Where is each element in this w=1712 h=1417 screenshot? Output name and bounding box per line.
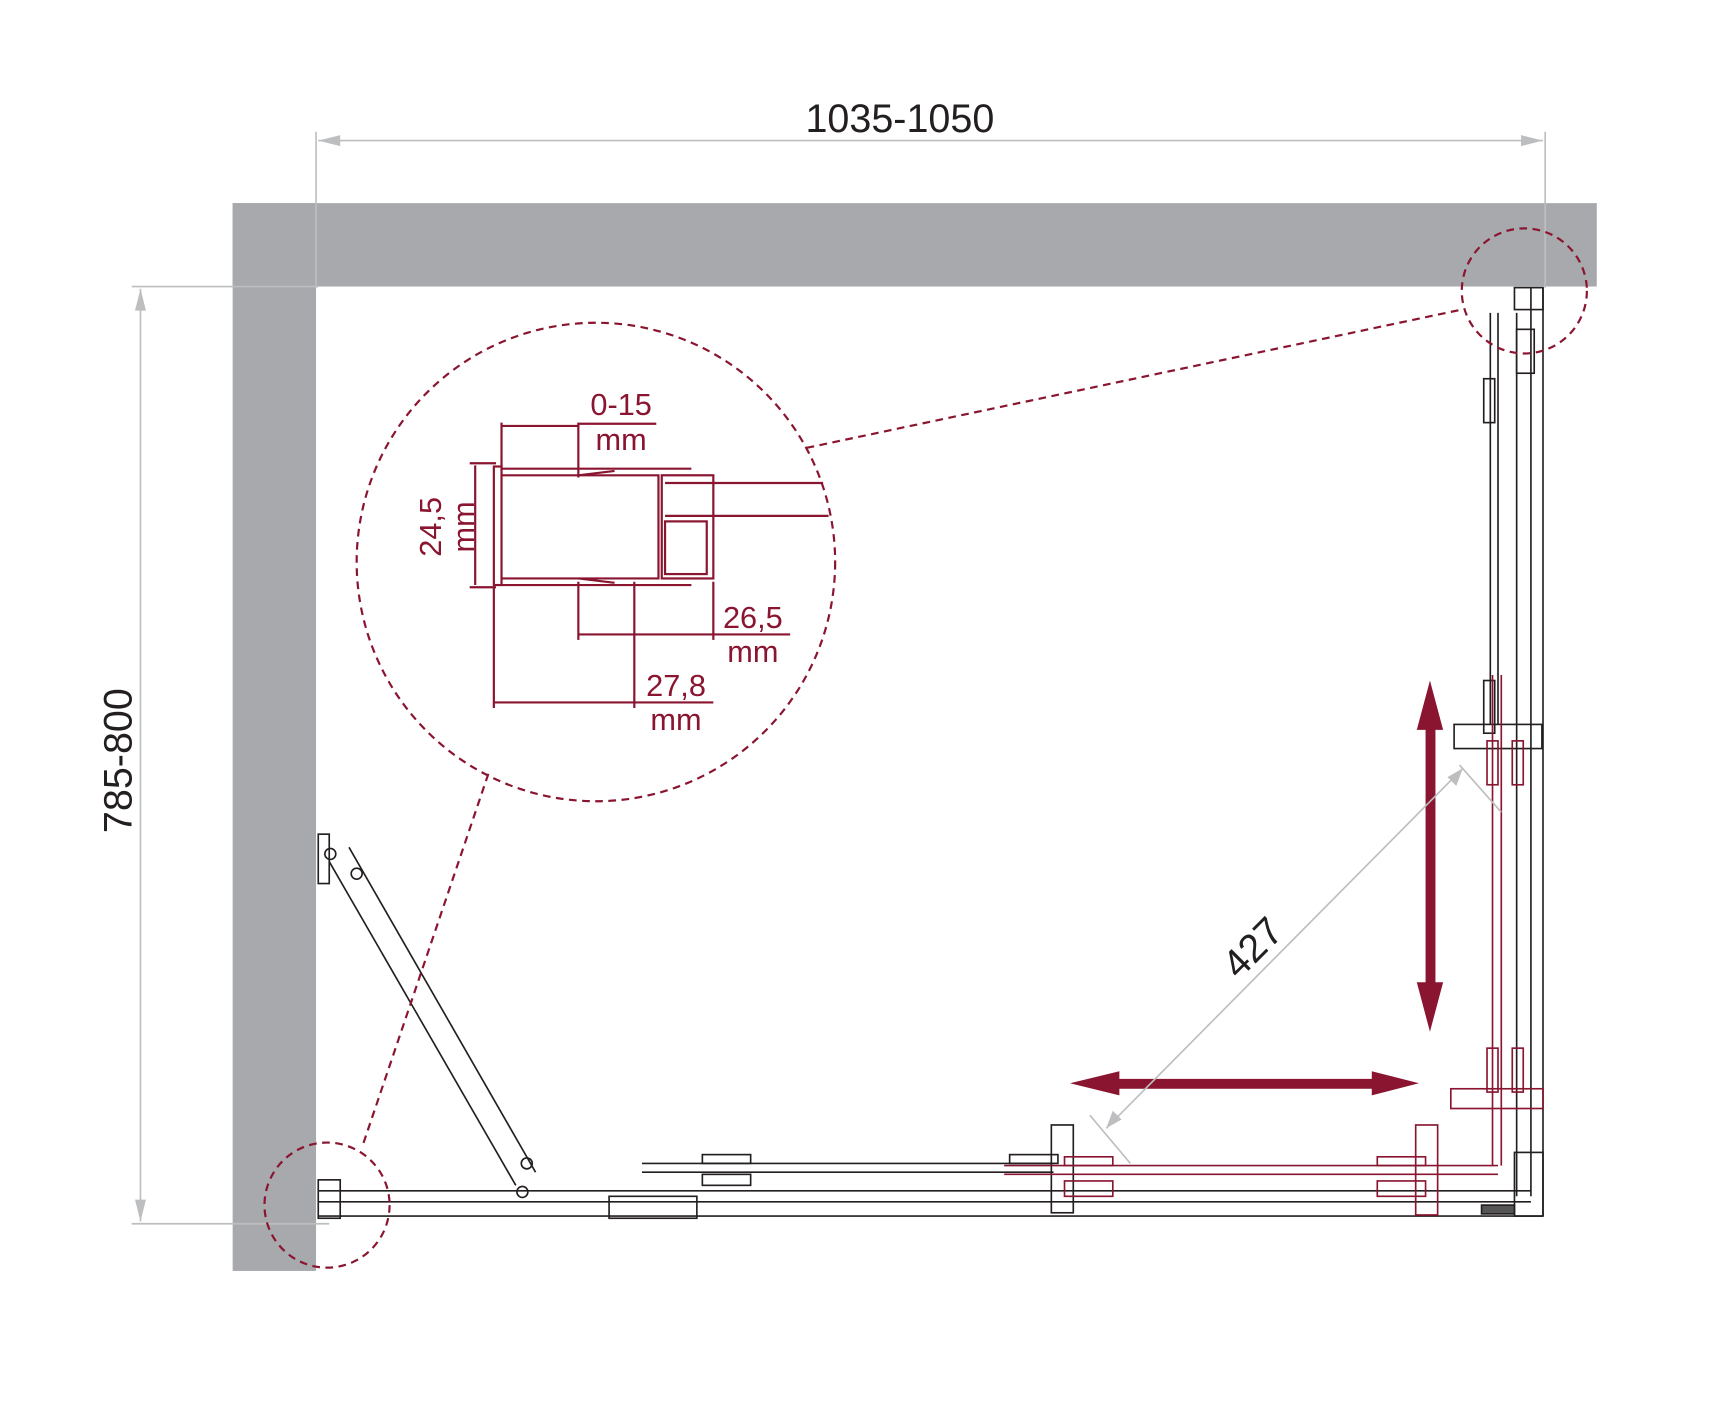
width-b-value: 27,8	[646, 668, 706, 703]
arrow-right-icon	[1371, 1071, 1419, 1096]
detail-callouts	[263, 227, 1588, 1269]
depth-label: 785-800	[97, 688, 141, 833]
hinge-arm	[317, 833, 537, 1199]
enclosure-frame	[317, 286, 1544, 1220]
adjust-value: 0-15	[590, 387, 651, 422]
slide-arrows	[1070, 680, 1444, 1096]
width-a-unit: mm	[727, 634, 778, 669]
arrow-left-icon	[1070, 1071, 1120, 1096]
depth-dimension	[131, 285, 330, 1225]
width-dimension	[315, 131, 1547, 288]
height-value: 24,5	[413, 497, 448, 557]
arrow-up-icon	[1416, 680, 1444, 730]
detail-circle	[355, 321, 837, 803]
callout-circle-bottom-left	[263, 1141, 391, 1269]
diagonal-label: 427	[1214, 909, 1292, 987]
adjust-unit: mm	[596, 422, 647, 457]
walls	[232, 203, 1597, 1271]
arrow-down-icon	[1416, 982, 1444, 1032]
height-unit: mm	[446, 501, 481, 552]
profile-detail	[469, 422, 829, 708]
left-wall	[232, 203, 317, 1271]
width-label: 1035-1050	[805, 97, 994, 141]
width-a-value: 26,5	[723, 600, 783, 635]
diagonal-dimension	[1089, 764, 1502, 1164]
top-wall	[232, 203, 1597, 287]
sliding-doors	[1004, 675, 1544, 1216]
callout-circle-top-right	[1460, 227, 1588, 355]
width-b-unit: mm	[650, 702, 701, 737]
